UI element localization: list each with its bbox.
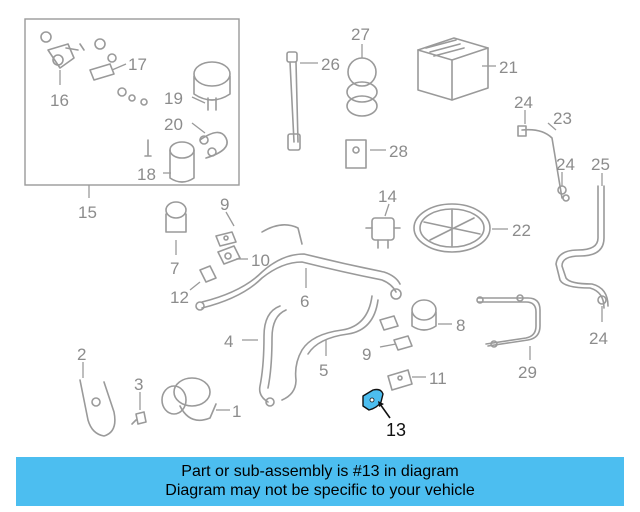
label-29: 29	[518, 363, 537, 382]
label-5: 5	[319, 361, 328, 380]
label-1: 1	[232, 402, 241, 421]
pump-part-1	[161, 377, 217, 422]
label-17: 17	[128, 55, 147, 74]
label-2: 2	[77, 345, 86, 364]
sensor-part-14	[365, 217, 401, 249]
label-18: 18	[137, 165, 156, 184]
label-20: 20	[164, 115, 183, 134]
highlighted-part-13[interactable]	[362, 388, 384, 411]
inset-box	[24, 18, 240, 186]
pipe-part-5	[281, 295, 379, 401]
label-6: 6	[300, 292, 309, 311]
module-part-21	[417, 37, 489, 101]
label-24c: 24	[589, 329, 608, 348]
bellows-part-27	[346, 57, 378, 117]
label-24a: 24	[514, 93, 533, 112]
parts-diagram: 16 17 19 20 18 15 27 26 28 21 24 23 24 2…	[24, 18, 610, 440]
hose-part-20	[199, 131, 228, 159]
pipe-part-25	[555, 185, 609, 309]
label-14: 14	[378, 187, 397, 206]
bracket-part-2	[79, 379, 116, 437]
valve-part-8	[411, 299, 437, 331]
fitting-part-3	[131, 411, 147, 425]
label-27: 27	[351, 25, 370, 44]
label-25: 25	[591, 155, 610, 174]
bracket-part-28	[345, 139, 367, 169]
label-21: 21	[499, 58, 518, 77]
banner-line-2: Diagram may not be specific to your vehi…	[165, 482, 475, 499]
gasket-part-9	[215, 231, 237, 247]
rod-part-26	[286, 51, 301, 151]
valve-part-7	[165, 201, 187, 233]
label-7: 7	[170, 259, 179, 278]
label-9a: 9	[220, 195, 229, 214]
bracket-part-17	[89, 38, 148, 106]
gasket-part-10	[217, 245, 241, 265]
pipe-part-6	[195, 224, 402, 311]
info-banner: Part or sub-assembly is #13 in diagram D…	[16, 457, 624, 506]
pipe-part-4	[258, 305, 287, 407]
bracket-part-16	[40, 31, 85, 69]
label-4: 4	[224, 332, 233, 351]
label-9b: 9	[362, 345, 371, 364]
label-12: 12	[170, 288, 189, 307]
label-11: 11	[429, 369, 447, 388]
label-23: 23	[553, 109, 572, 128]
canister-part-18	[144, 139, 195, 183]
valve-part-19	[193, 61, 231, 111]
label-8: 8	[456, 316, 465, 335]
gasket-part-9b	[379, 315, 413, 351]
label-16: 16	[50, 91, 69, 110]
pipe-part-29	[476, 294, 541, 348]
disc-part-22	[413, 203, 491, 253]
hose-part-23	[517, 125, 563, 199]
label-28: 28	[389, 142, 408, 161]
label-26: 26	[321, 55, 340, 74]
label-13: 13	[386, 420, 406, 440]
label-22: 22	[512, 221, 531, 240]
label-24b: 24	[556, 155, 575, 174]
banner-line-1: Part or sub-assembly is #13 in diagram	[181, 463, 459, 480]
label-15: 15	[78, 203, 97, 222]
arrow-part-13	[379, 403, 391, 419]
label-10: 10	[251, 251, 270, 270]
label-19: 19	[164, 89, 183, 108]
label-3: 3	[134, 375, 143, 394]
fitting-part-12	[199, 265, 217, 283]
bracket-part-11	[387, 369, 413, 391]
